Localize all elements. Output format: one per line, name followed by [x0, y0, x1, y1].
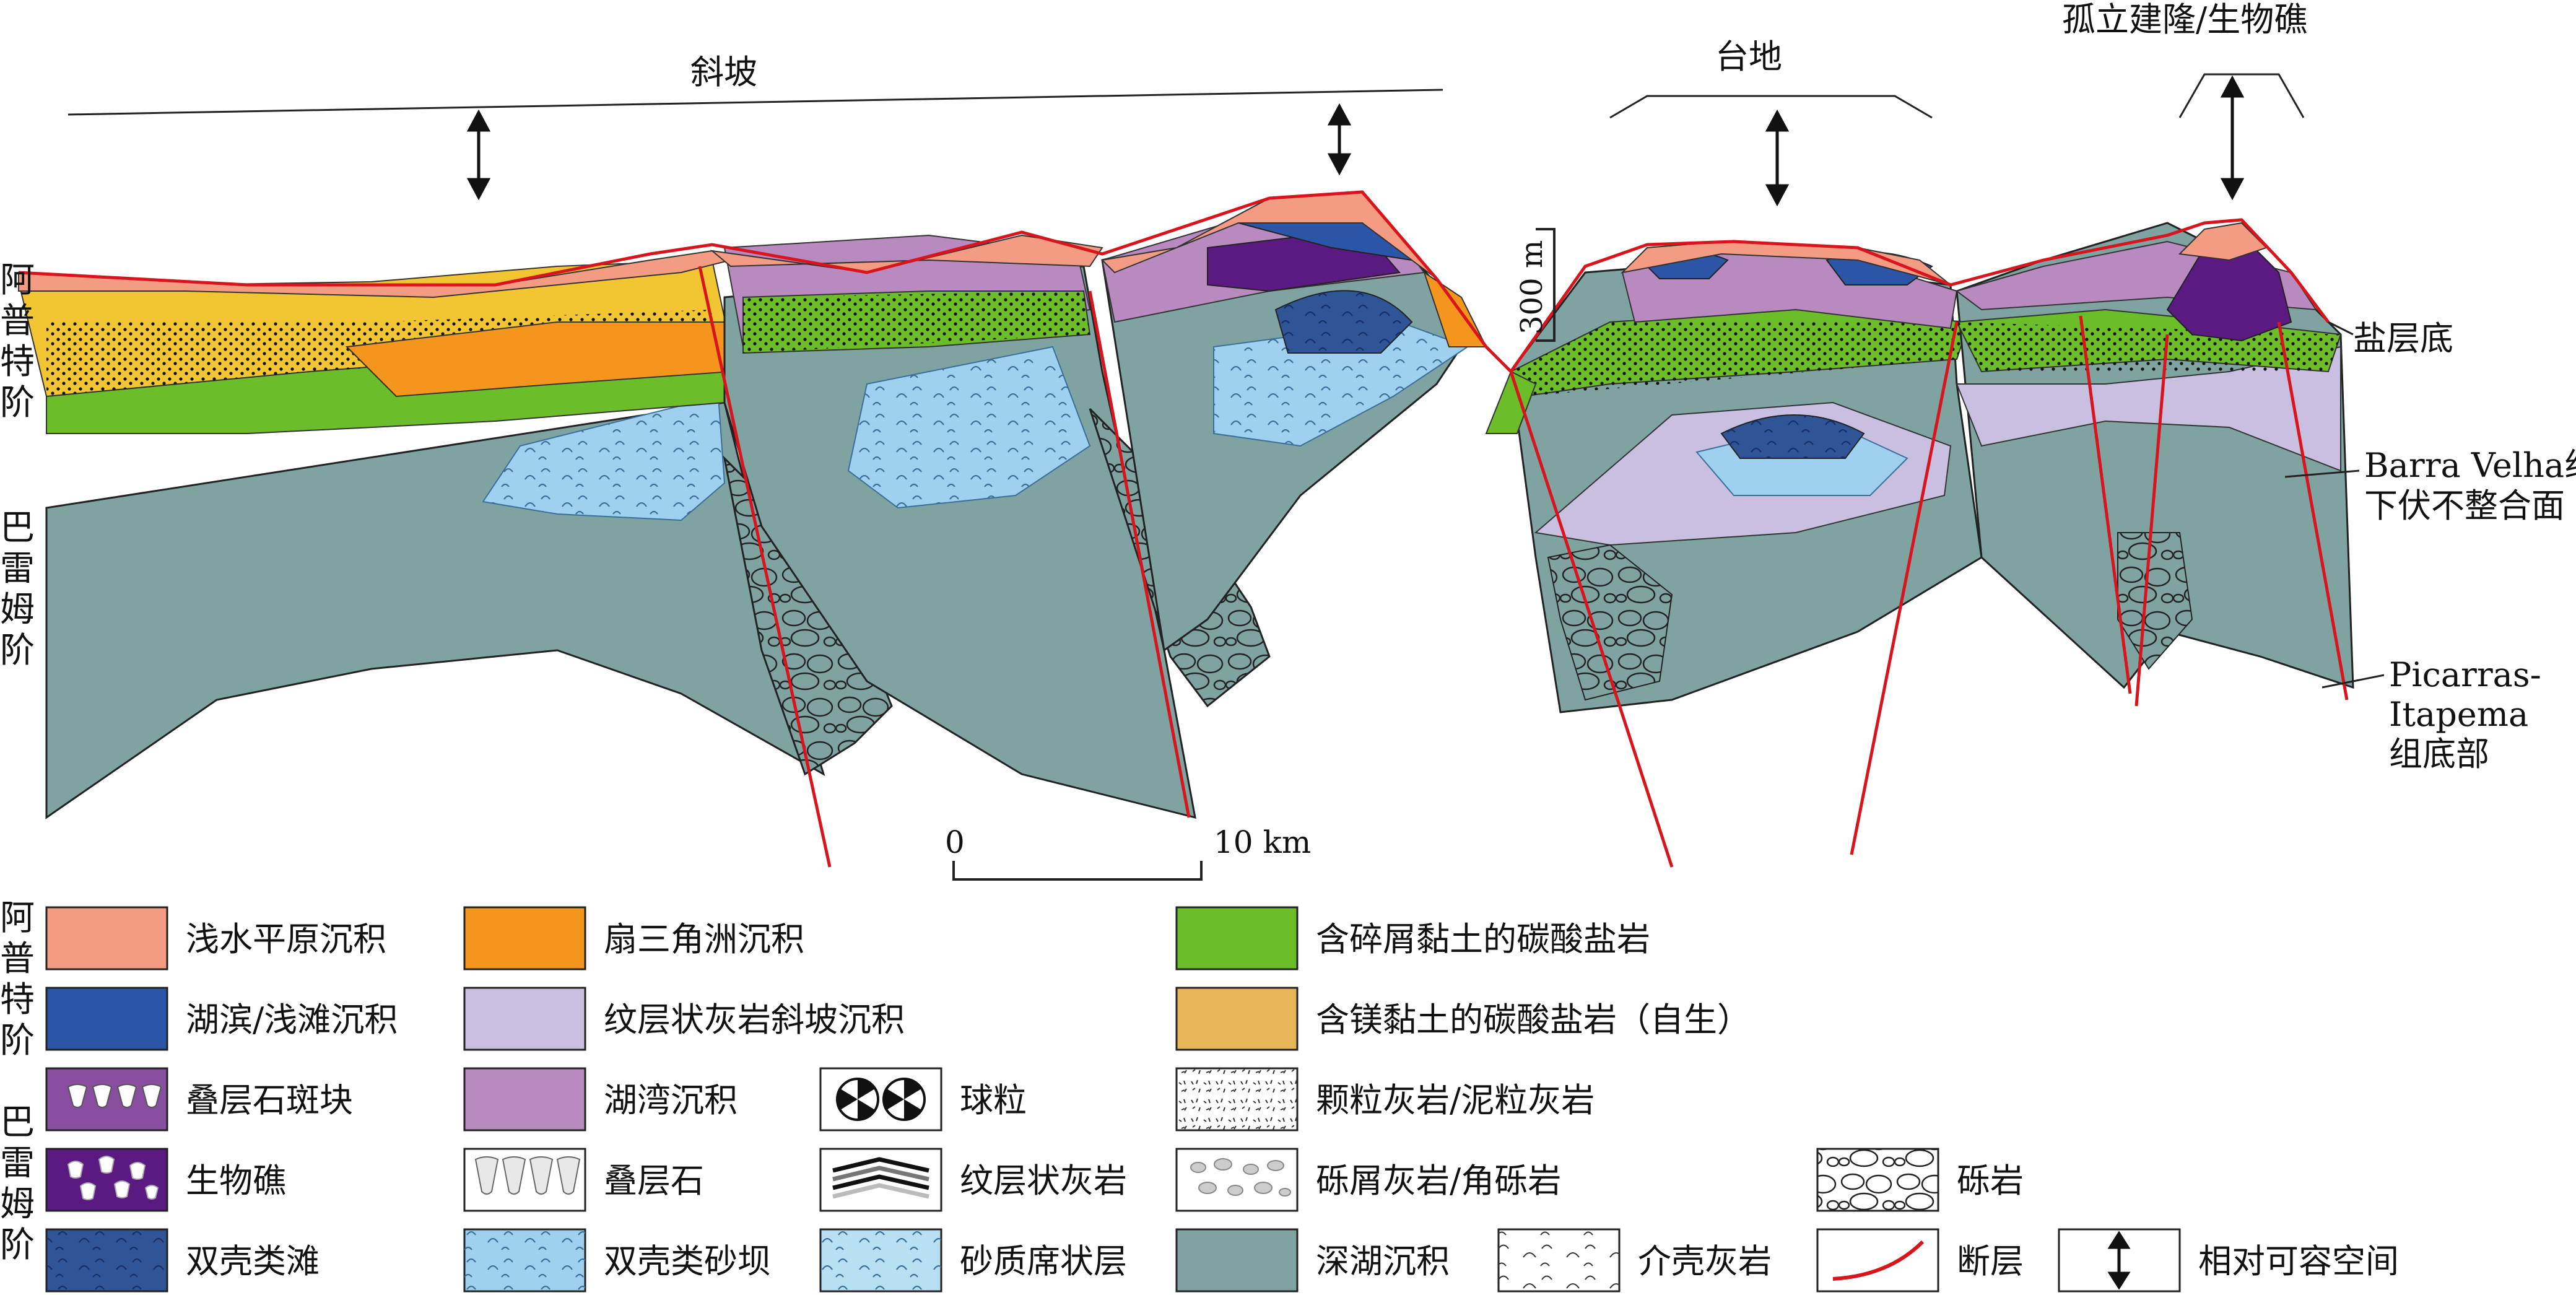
accommodation-arrow — [1765, 109, 1790, 207]
legend: 浅水平原沉积 扇三角洲沉积 含碎屑黏土的碳酸盐岩 湖滨/浅滩沉积 纹层状灰岩斜坡… — [45, 906, 2399, 1293]
vertical-scale-label: 300 m — [1515, 240, 1549, 334]
fault-line — [2277, 321, 2349, 700]
legend-item-coquina: 介壳灰岩 — [1497, 1228, 1772, 1293]
fault-line — [2079, 315, 2132, 694]
accommodation-arrow — [2220, 75, 2245, 201]
fault-line — [1509, 371, 1674, 868]
legend-item-spherulite: 球粒 — [819, 1067, 1027, 1131]
fault-line — [2134, 334, 2169, 707]
legend-item-fan-delta: 扇三角洲沉积 — [463, 906, 804, 970]
svg-text:球粒: 球粒 — [960, 1081, 1027, 1120]
section-block-c — [1100, 191, 1487, 652]
svg-text:含镁黏土的碳酸盐岩（自生）: 含镁黏土的碳酸盐岩（自生） — [1316, 1000, 1751, 1039]
label-salt-base: 盐层底 — [2353, 319, 2453, 358]
legend-item-bivalve-bar: 双壳类砂坝 — [463, 1228, 771, 1293]
scale-start-label: 0 — [945, 824, 965, 860]
legend-item-stromatolite: 叠层石 — [463, 1148, 704, 1212]
svg-text:湖湾沉积: 湖湾沉积 — [604, 1081, 738, 1120]
label-slope: 斜坡 — [690, 53, 757, 92]
region-labels: 斜坡 台地 孤立建隆/生物礁 — [690, 0, 2307, 92]
accommodation-indicators — [67, 73, 2305, 207]
svg-text:含碎屑黏土的碳酸盐岩: 含碎屑黏土的碳酸盐岩 — [1316, 920, 1650, 959]
label-barra-velha: Barra Velha组 — [2364, 446, 2576, 485]
svg-text:扇三角洲沉积: 扇三角洲沉积 — [604, 920, 804, 959]
horizontal-scale: 0 10 km — [945, 824, 1311, 881]
svg-text:浅水平原沉积: 浅水平原沉积 — [186, 920, 386, 959]
legend-item-sand-sheet: 砂质席状层 — [819, 1228, 1127, 1293]
legend-item-rudstone: 砾屑灰岩/角砾岩 — [1175, 1148, 1561, 1212]
stage-label-barremian: 巴雷姆阶 — [0, 508, 35, 671]
svg-text:叠层石: 叠层石 — [604, 1161, 704, 1200]
legend-item-grainstone: 颗粒灰岩/泥粒灰岩 — [1175, 1067, 1595, 1131]
legend-item-stromatolite-patch: 叠层石斑块 — [45, 1067, 353, 1131]
svg-text:双壳类砂坝: 双壳类砂坝 — [604, 1242, 771, 1281]
scale-end-label: 10 km — [1214, 824, 1311, 860]
legend-item-fault: 断层 — [1816, 1228, 2024, 1293]
fault-line — [1850, 321, 1959, 855]
svg-text:纹层状灰岩斜坡沉积: 纹层状灰岩斜坡沉积 — [604, 1000, 905, 1039]
double-arrow-icon — [2107, 1231, 2131, 1290]
svg-text:叠层石斑块: 叠层石斑块 — [186, 1081, 353, 1120]
svg-text:砾屑灰岩/角砾岩: 砾屑灰岩/角砾岩 — [1316, 1161, 1561, 1200]
legend-item-conglomerate: 砾岩 — [1816, 1148, 2024, 1212]
svg-text:介壳灰岩: 介壳灰岩 — [1638, 1242, 1772, 1281]
svg-text:颗粒灰岩/泥粒灰岩: 颗粒灰岩/泥粒灰岩 — [1316, 1081, 1595, 1120]
accommodation-arrow — [1327, 103, 1352, 176]
label-isolated-buildup: 孤立建隆/生物礁 — [2062, 0, 2307, 39]
legend-stage-aptian: 阿普特阶 — [0, 898, 35, 1061]
svg-text:砾岩: 砾岩 — [1957, 1161, 2024, 1200]
svg-text:砂质席状层: 砂质席状层 — [960, 1242, 1127, 1281]
fault-lines — [698, 266, 2349, 868]
svg-text:生物礁: 生物礁 — [186, 1161, 286, 1200]
section-block-e — [1955, 222, 2354, 689]
legend-item-laminite: 纹层状灰岩 — [819, 1148, 1127, 1212]
label-picarras-1: Picarras- — [2389, 655, 2541, 694]
label-platform: 台地 — [1715, 37, 1782, 76]
legend-item-laminated-slope: 纹层状灰岩斜坡沉积 — [463, 987, 905, 1051]
legend-item-bivalve-shoal: 双壳类滩 — [45, 1228, 320, 1293]
vertical-scale: 300 m — [1515, 228, 1556, 342]
legend-item-clay-carbonate: 含碎屑黏土的碳酸盐岩 — [1175, 906, 1650, 970]
stage-labels: 阿普特阶 巴雷姆阶 阿普特阶 巴雷姆阶 — [0, 260, 35, 1265]
legend-item-shallow-plain: 浅水平原沉积 — [45, 906, 386, 970]
fault-line — [698, 266, 832, 868]
top-depositional-surface — [18, 190, 2330, 374]
stage-label-aptian: 阿普特阶 — [0, 260, 35, 423]
legend-stage-barremian: 巴雷姆阶 — [0, 1102, 35, 1265]
svg-text:湖滨/浅滩沉积: 湖滨/浅滩沉积 — [186, 1000, 398, 1039]
svg-text:相对可容空间: 相对可容空间 — [2198, 1242, 2399, 1281]
cross-section — [17, 190, 2354, 868]
legend-item-lagoon: 湖湾沉积 — [463, 1067, 738, 1131]
spherulite-icon — [836, 1078, 926, 1121]
legend-item-mg-clay-carbonate: 含镁黏土的碳酸盐岩（自生） — [1175, 987, 1751, 1051]
svg-text:纹层状灰岩: 纹层状灰岩 — [960, 1161, 1127, 1200]
label-picarras-3: 组底部 — [2389, 735, 2489, 774]
svg-text:双壳类滩: 双壳类滩 — [186, 1242, 320, 1281]
fault-line — [1088, 290, 1191, 818]
svg-text:深湖沉积: 深湖沉积 — [1316, 1242, 1450, 1281]
legend-item-accommodation: 相对可容空间 — [2058, 1228, 2399, 1293]
legend-item-deep-lake: 深湖沉积 — [1175, 1228, 1450, 1293]
legend-item-shore-shoal: 湖滨/浅滩沉积 — [45, 987, 398, 1051]
accommodation-arrow — [466, 109, 491, 201]
legend-item-bioherm: 生物礁 — [45, 1148, 286, 1212]
surface-labels: 盐层底 Barra Velha组 下伏不整合面 Picarras- Itapem… — [2284, 319, 2576, 774]
label-unconformity: 下伏不整合面 — [2364, 486, 2565, 525]
svg-text:断层: 断层 — [1957, 1242, 2024, 1281]
section-block-d — [1485, 240, 1983, 713]
label-picarras-2: Itapema — [2389, 695, 2528, 734]
